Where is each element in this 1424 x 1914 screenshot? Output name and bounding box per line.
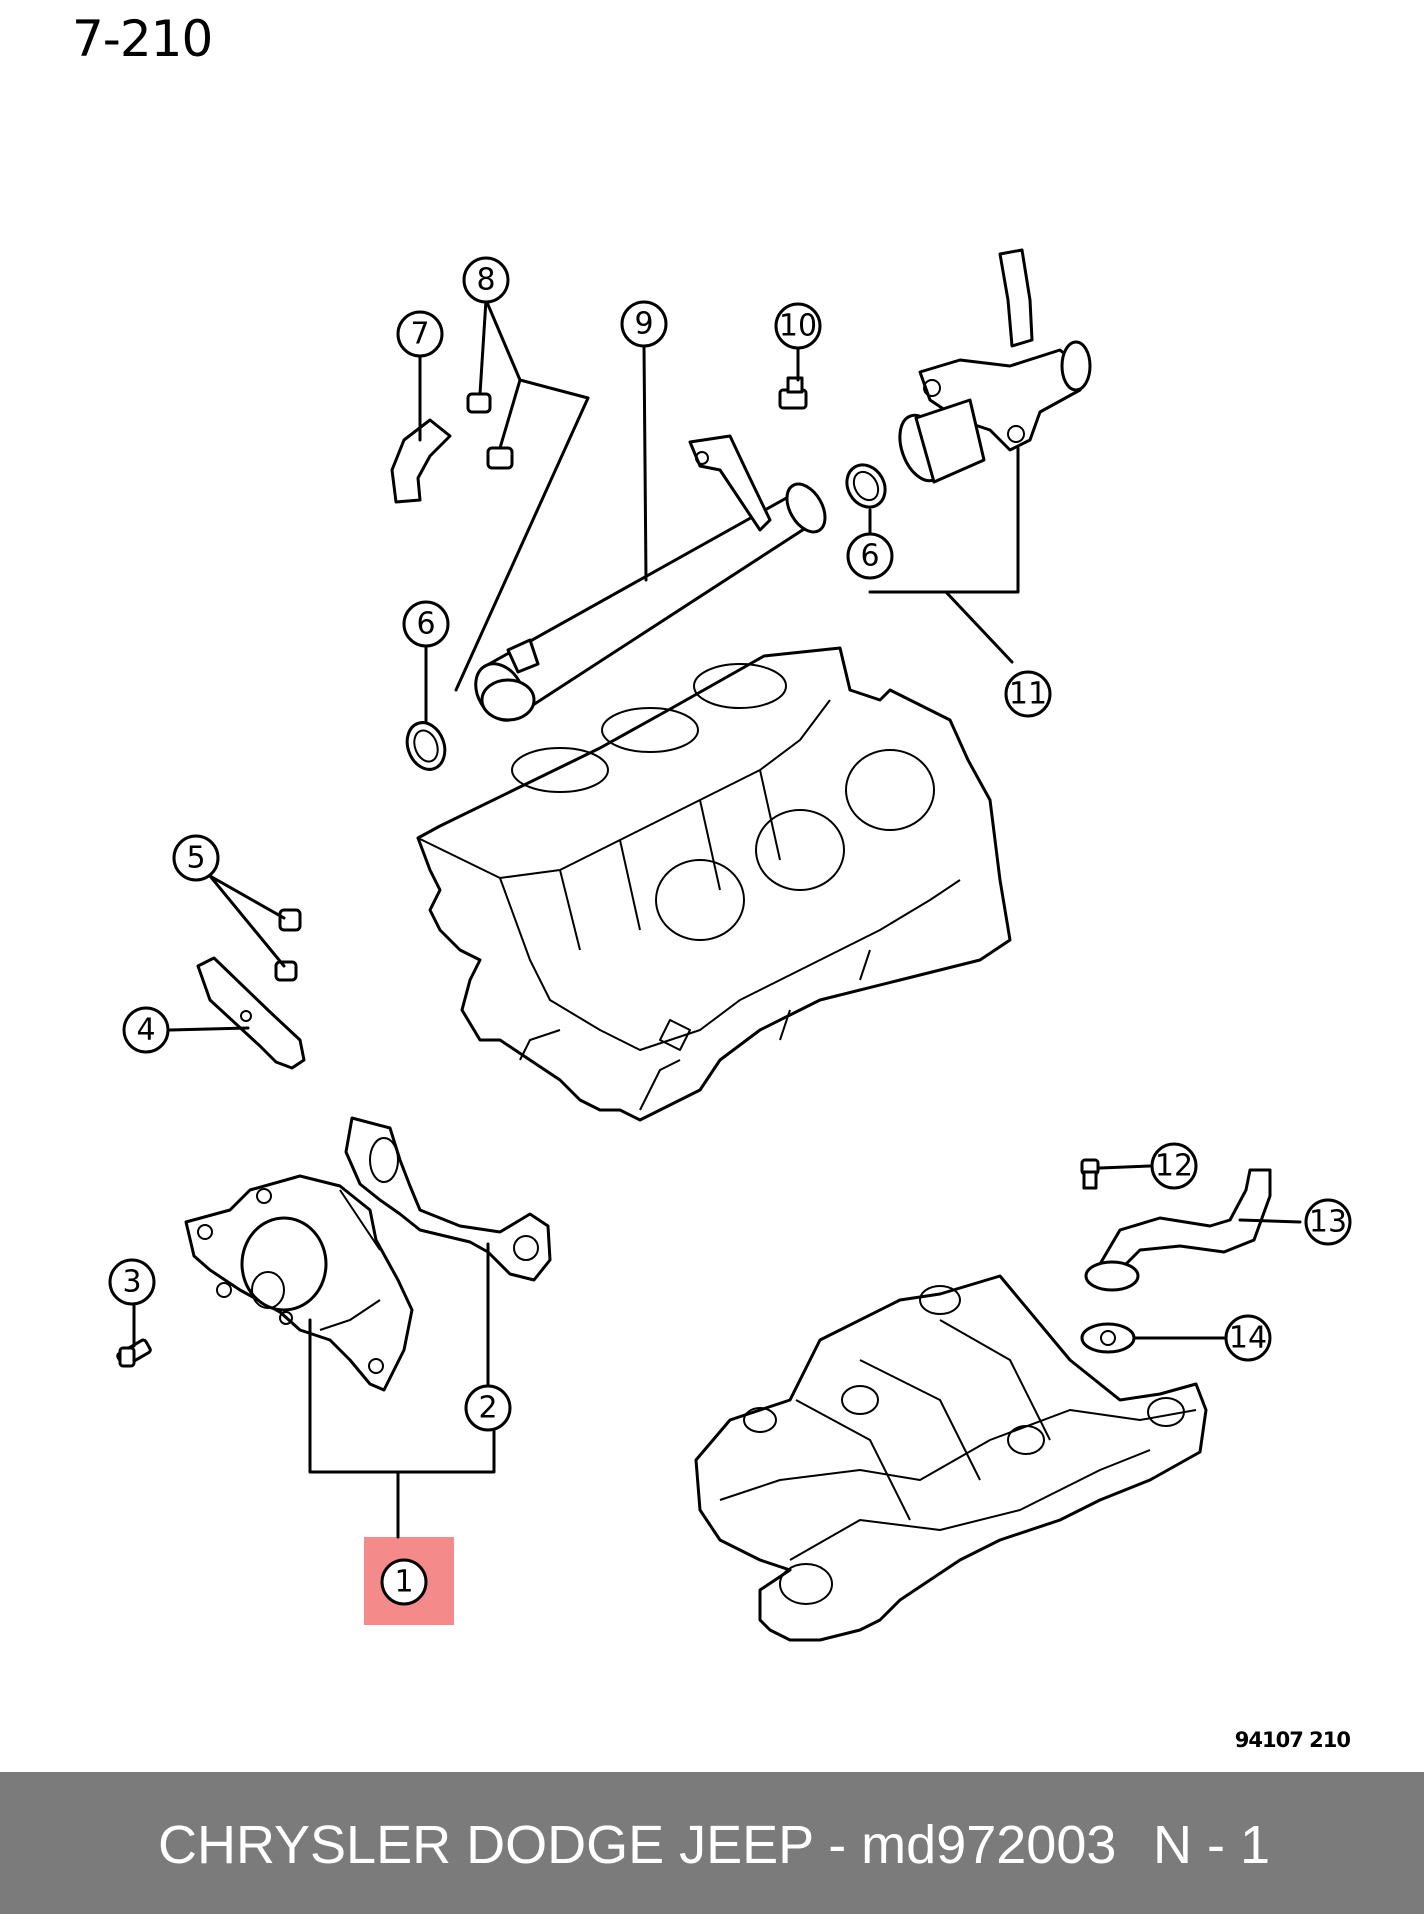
svg-text:11: 11 [1009,677,1047,712]
callout-3: 3 [108,1258,156,1306]
oil-tube-gasket [1080,1322,1136,1354]
callout-7: 7 [396,310,444,358]
svg-text:4: 4 [136,1013,155,1048]
page-number: 7-210 [72,10,213,68]
exploded-parts-diagram: 1 2 3 4 5 6 6 7 8 9 10 11 12 13 14 [108,248,1352,1642]
callout-10: 10 [774,302,822,350]
callout-6-upper: 6 [846,532,894,580]
bolt-12 [1080,1158,1100,1190]
svg-text:2: 2 [478,1391,497,1426]
callout-8: 8 [462,256,510,304]
lower-intake-manifold [694,1274,1208,1642]
oil-tube-flange [1084,1260,1140,1292]
callout-9: 9 [620,300,668,348]
bolt-10 [778,376,808,410]
svg-text:14: 14 [1229,1321,1267,1356]
engine-block [416,646,1012,1122]
footer-brand-part-number: CHRYSLER DODGE JEEP - md972003 [158,1815,1117,1875]
svg-text:10: 10 [779,309,817,344]
svg-text:1: 1 [394,1565,413,1600]
svg-text:9: 9 [634,307,653,342]
svg-text:3: 3 [122,1265,141,1300]
water-outlet-connector [898,248,1092,484]
svg-text:6: 6 [416,607,435,642]
oil-tube [1098,1168,1272,1272]
svg-text:13: 13 [1309,1205,1347,1240]
water-pump-gasket [344,1116,552,1282]
svg-text:7: 7 [410,317,429,352]
hose-clamps [466,392,514,470]
callout-13: 13 [1304,1198,1352,1246]
svg-text:5: 5 [186,841,205,876]
footer-position: N - 1 [1153,1815,1271,1875]
callout-12: 12 [1150,1142,1198,1190]
svg-text:12: 12 [1155,1149,1193,1184]
bracket-bolts [274,908,302,982]
bypass-hose [390,418,452,504]
footer-bar: CHRYSLER DODGE JEEP - md972003 N - 1 [0,1772,1424,1914]
svg-text:6: 6 [860,539,879,574]
callout-2: 2 [464,1384,512,1432]
callout-11: 11 [1004,670,1052,718]
callout-6-lower: 6 [402,600,450,648]
o-ring-lower [405,721,447,771]
bolt-3 [116,1338,152,1368]
callout-1: 1 [380,1558,428,1606]
o-ring-upper [845,463,887,509]
water-tube [474,434,827,722]
svg-text:8: 8 [476,263,495,298]
callout-4: 4 [122,1006,170,1054]
callout-5: 5 [172,834,220,882]
callout-14: 14 [1224,1314,1272,1362]
figure-code: 94107 210 [1234,1728,1351,1752]
leader-lines [132,298,1302,1539]
water-pump [184,1174,414,1392]
